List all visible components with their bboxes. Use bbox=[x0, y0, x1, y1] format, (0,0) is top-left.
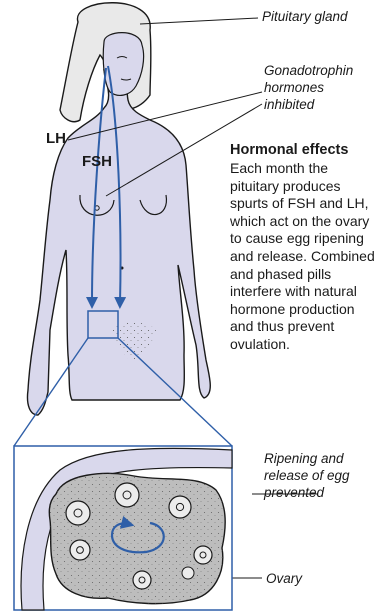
ripening-label: Ripening and release of egg prevented bbox=[264, 450, 376, 501]
pituitary-leader bbox=[140, 18, 258, 24]
follicle bbox=[66, 501, 90, 525]
gonadotrophin-label: Gonadotrophin hormones inhibited bbox=[264, 62, 376, 113]
lh-label: LH bbox=[46, 130, 66, 147]
ovary-label: Ovary bbox=[266, 570, 302, 587]
hormonal-effects-heading: Hormonal effects bbox=[230, 142, 348, 158]
follicle bbox=[115, 483, 139, 507]
pituitary-gland-label: Pituitary gland bbox=[262, 8, 348, 25]
follicle bbox=[182, 567, 194, 579]
follicle bbox=[169, 496, 191, 518]
follicle bbox=[194, 546, 212, 564]
follicle bbox=[133, 571, 151, 589]
fsh-label: FSH bbox=[82, 153, 112, 170]
follicle bbox=[70, 540, 90, 560]
body-silhouette bbox=[27, 70, 210, 415]
hormonal-effects-text: Each month the pituitary produces spurts… bbox=[230, 160, 378, 354]
